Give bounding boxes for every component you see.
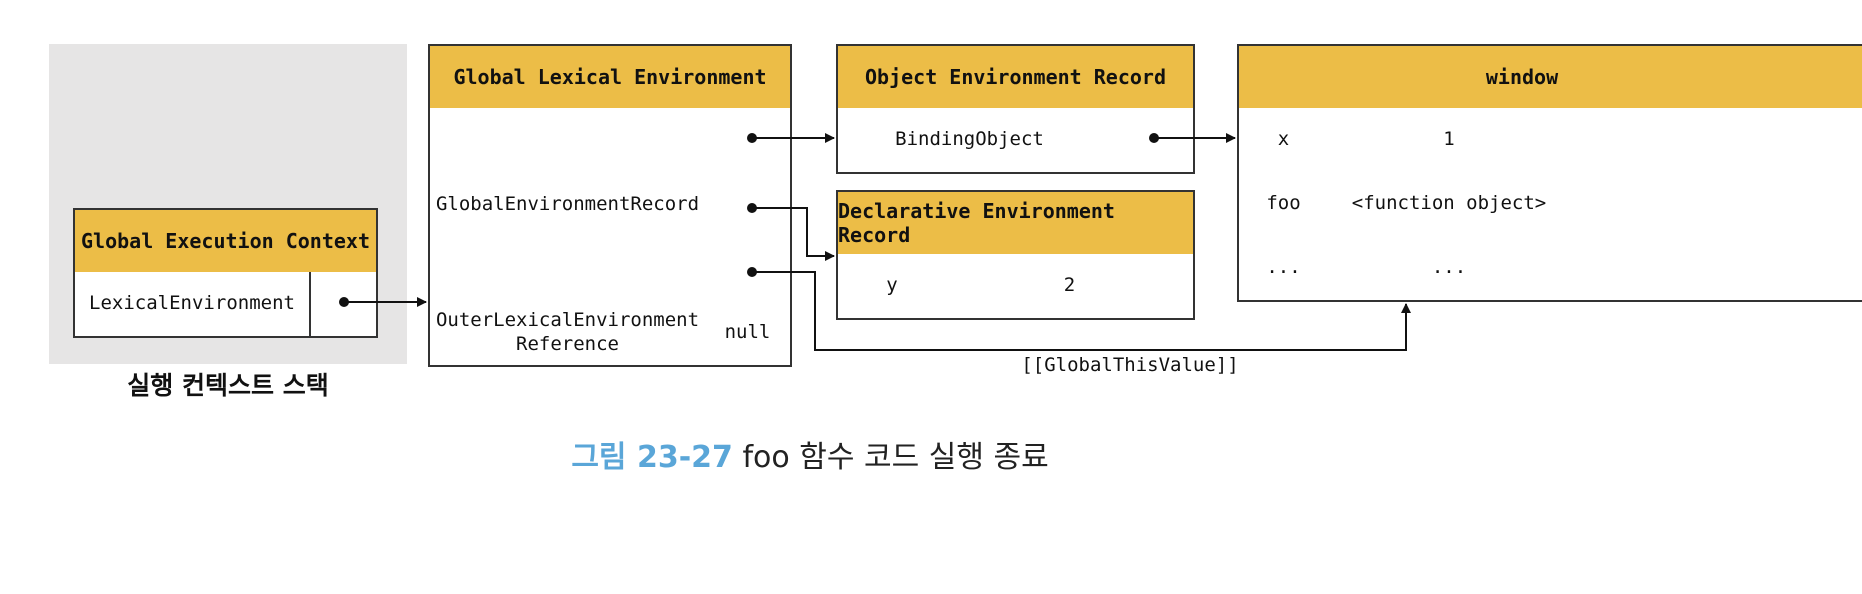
declarative-environment-record-header: Declarative Environment Record bbox=[836, 190, 1195, 256]
window-value-ellipsis: ... bbox=[1328, 236, 1862, 302]
figure-title: foo 함수 코드 실행 종료 bbox=[742, 440, 1049, 475]
window-object-header: window bbox=[1237, 44, 1862, 110]
binding-object-pointer-cell bbox=[1101, 108, 1195, 174]
outer-reference-null-cell: null bbox=[705, 301, 792, 367]
der-value-y: 2 bbox=[946, 254, 1195, 320]
figure-caption: 그림 23-27 foo 함수 코드 실행 종료 bbox=[0, 432, 1620, 476]
arrow-global-this-value bbox=[752, 271, 1411, 351]
global-environment-record-cell: GlobalEnvironmentRecord bbox=[428, 108, 707, 303]
outer-lexical-environment-reference-cell: OuterLexicalEnvironment Reference bbox=[428, 301, 707, 367]
window-value-foo: <function object> bbox=[1328, 172, 1862, 238]
window-key-ellipsis: ... bbox=[1237, 236, 1330, 302]
arrow-declarative-environment-record bbox=[752, 207, 835, 261]
global-execution-context-header: Global Execution Context bbox=[73, 208, 378, 274]
stack-label: 실행 컨텍스트 스택 bbox=[127, 371, 329, 400]
global-this-value-label: [[GlobalThisValue]] bbox=[1021, 354, 1239, 376]
window-key-x: x bbox=[1237, 108, 1330, 174]
figure-number: 그림 23-27 bbox=[571, 440, 733, 475]
global-lexical-environment-header: Global Lexical Environment bbox=[428, 44, 792, 110]
object-environment-record-header: Object Environment Record bbox=[836, 44, 1195, 110]
